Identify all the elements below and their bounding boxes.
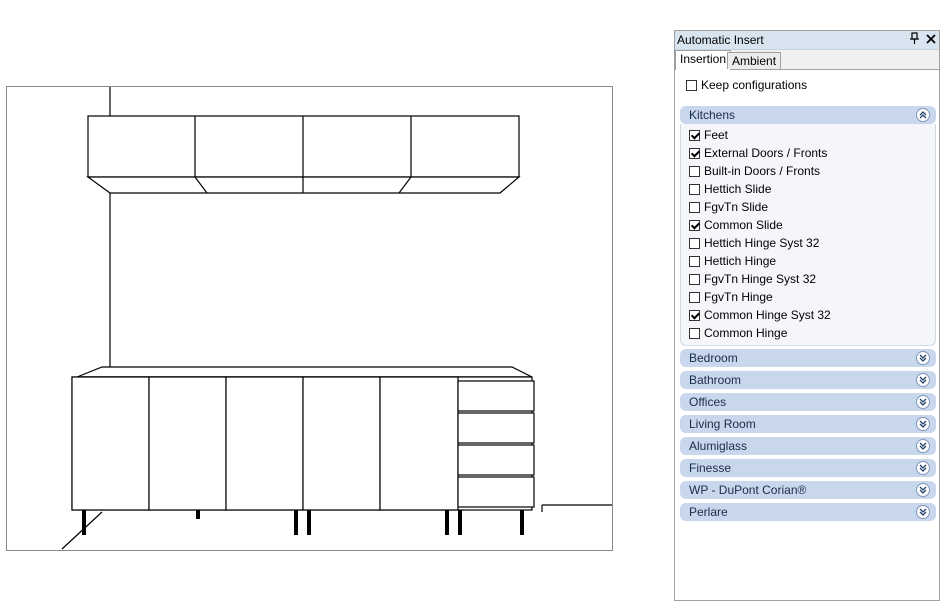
list-item-external-doors-fronts[interactable]: External Doors / Fronts [689,146,827,160]
keep-configurations-option[interactable]: Keep configurations [686,78,807,92]
cabinet-feet [82,510,524,535]
group-kitchens[interactable]: Kitchens [680,106,936,124]
panel-title-bar[interactable]: Automatic Insert [675,31,939,50]
group-label: Alumiglass [689,439,748,453]
group-wp-dupont-corian[interactable]: WP - DuPont Corian® [680,481,936,499]
insertion-content: Keep configurations Kitchens Feet Extern… [675,70,939,600]
collapse-icon[interactable] [916,108,930,122]
item-label: FgvTn Slide [704,200,769,214]
kitchen-model-drawing [61,87,612,550]
model-viewport[interactable] [6,86,613,551]
checkbox-external-doors-fronts[interactable] [689,147,700,159]
item-label: Common Slide [704,218,783,232]
checkbox-fgvtn-slide[interactable] [689,201,700,213]
checkbox-common-slide[interactable] [689,219,700,231]
group-bathroom[interactable]: Bathroom [680,371,936,389]
list-item-common-hinge[interactable]: Common Hinge [689,326,787,340]
checkbox-fgvtn-hinge-syst-32[interactable] [689,273,700,285]
list-item-built-in-doors-fronts[interactable]: Built-in Doors / Fronts [689,164,820,178]
item-label: Feet [704,128,729,142]
checkbox-hettich-hinge-syst-32[interactable] [689,237,700,249]
group-label: Offices [689,395,727,409]
automatic-insert-panel: Automatic Insert Insertion Ambient Keep … [674,30,940,601]
item-label: External Doors / Fronts [704,146,828,160]
tab-ambient[interactable]: Ambient [727,52,782,69]
keep-configurations-label: Keep configurations [701,78,808,92]
expand-icon[interactable] [916,417,930,431]
list-item-fgvtn-hinge[interactable]: FgvTn Hinge [689,290,773,304]
item-label: FgvTn Hinge [704,290,773,304]
group-perlare[interactable]: Perlare [680,503,936,521]
group-bedroom[interactable]: Bedroom [680,349,936,367]
base-cabinets [71,376,535,511]
expand-icon[interactable] [916,505,930,519]
list-item-fgvtn-slide[interactable]: FgvTn Slide [689,200,768,214]
group-label: Perlare [689,505,728,519]
checkbox-hettich-hinge[interactable] [689,255,700,267]
group-label: Bedroom [689,351,738,365]
wall-cabinets [86,115,521,194]
checkbox-hettich-slide[interactable] [689,183,700,195]
expand-icon[interactable] [916,483,930,497]
group-label: Bathroom [689,373,742,387]
item-label: Built-in Doors / Fronts [704,164,821,178]
list-item-common-slide[interactable]: Common Slide [689,218,783,232]
group-label: WP - DuPont Corian® [689,483,807,497]
expand-icon[interactable] [916,373,930,387]
group-alumiglass[interactable]: Alumiglass [680,437,936,455]
group-label: Living Room [689,417,756,431]
item-label: Common Hinge [704,326,788,340]
checkbox-built-in-doors-fronts[interactable] [689,165,700,177]
checkbox-fgvtn-hinge[interactable] [689,291,700,303]
panel-tabs: Insertion Ambient [675,50,939,70]
group-finesse[interactable]: Finesse [680,459,936,477]
expand-icon[interactable] [916,395,930,409]
checkbox-common-hinge-syst-32[interactable] [689,309,700,321]
countertop [76,366,533,378]
expand-icon[interactable] [916,439,930,453]
checkbox-common-hinge[interactable] [689,327,700,339]
keep-configurations-checkbox[interactable] [686,79,697,91]
group-offices[interactable]: Offices [680,393,936,411]
close-icon[interactable] [926,31,936,47]
list-item-hettich-slide[interactable]: Hettich Slide [689,182,771,196]
checkbox-feet[interactable] [689,129,700,141]
pin-icon[interactable] [910,32,919,47]
tab-insertion[interactable]: Insertion [675,50,732,70]
item-label: Hettich Hinge Syst 32 [704,236,820,250]
group-label: Finesse [689,461,732,475]
list-item-fgvtn-hinge-syst-32[interactable]: FgvTn Hinge Syst 32 [689,272,816,286]
expand-icon[interactable] [916,461,930,475]
group-living-room[interactable]: Living Room [680,415,936,433]
list-item-hettich-hinge-syst-32[interactable]: Hettich Hinge Syst 32 [689,236,819,250]
expand-icon[interactable] [916,351,930,365]
item-label: FgvTn Hinge Syst 32 [704,272,817,286]
list-item-common-hinge-syst-32[interactable]: Common Hinge Syst 32 [689,308,831,322]
group-kitchens-label: Kitchens [689,108,736,122]
item-label: Common Hinge Syst 32 [704,308,831,322]
kitchens-item-list: Feet External Doors / Fronts Built-in Do… [680,124,936,346]
list-item-hettich-hinge[interactable]: Hettich Hinge [689,254,776,268]
panel-title: Automatic Insert [677,33,764,47]
item-label: Hettich Hinge [704,254,777,268]
list-item-feet[interactable]: Feet [689,128,728,142]
item-label: Hettich Slide [704,182,772,196]
